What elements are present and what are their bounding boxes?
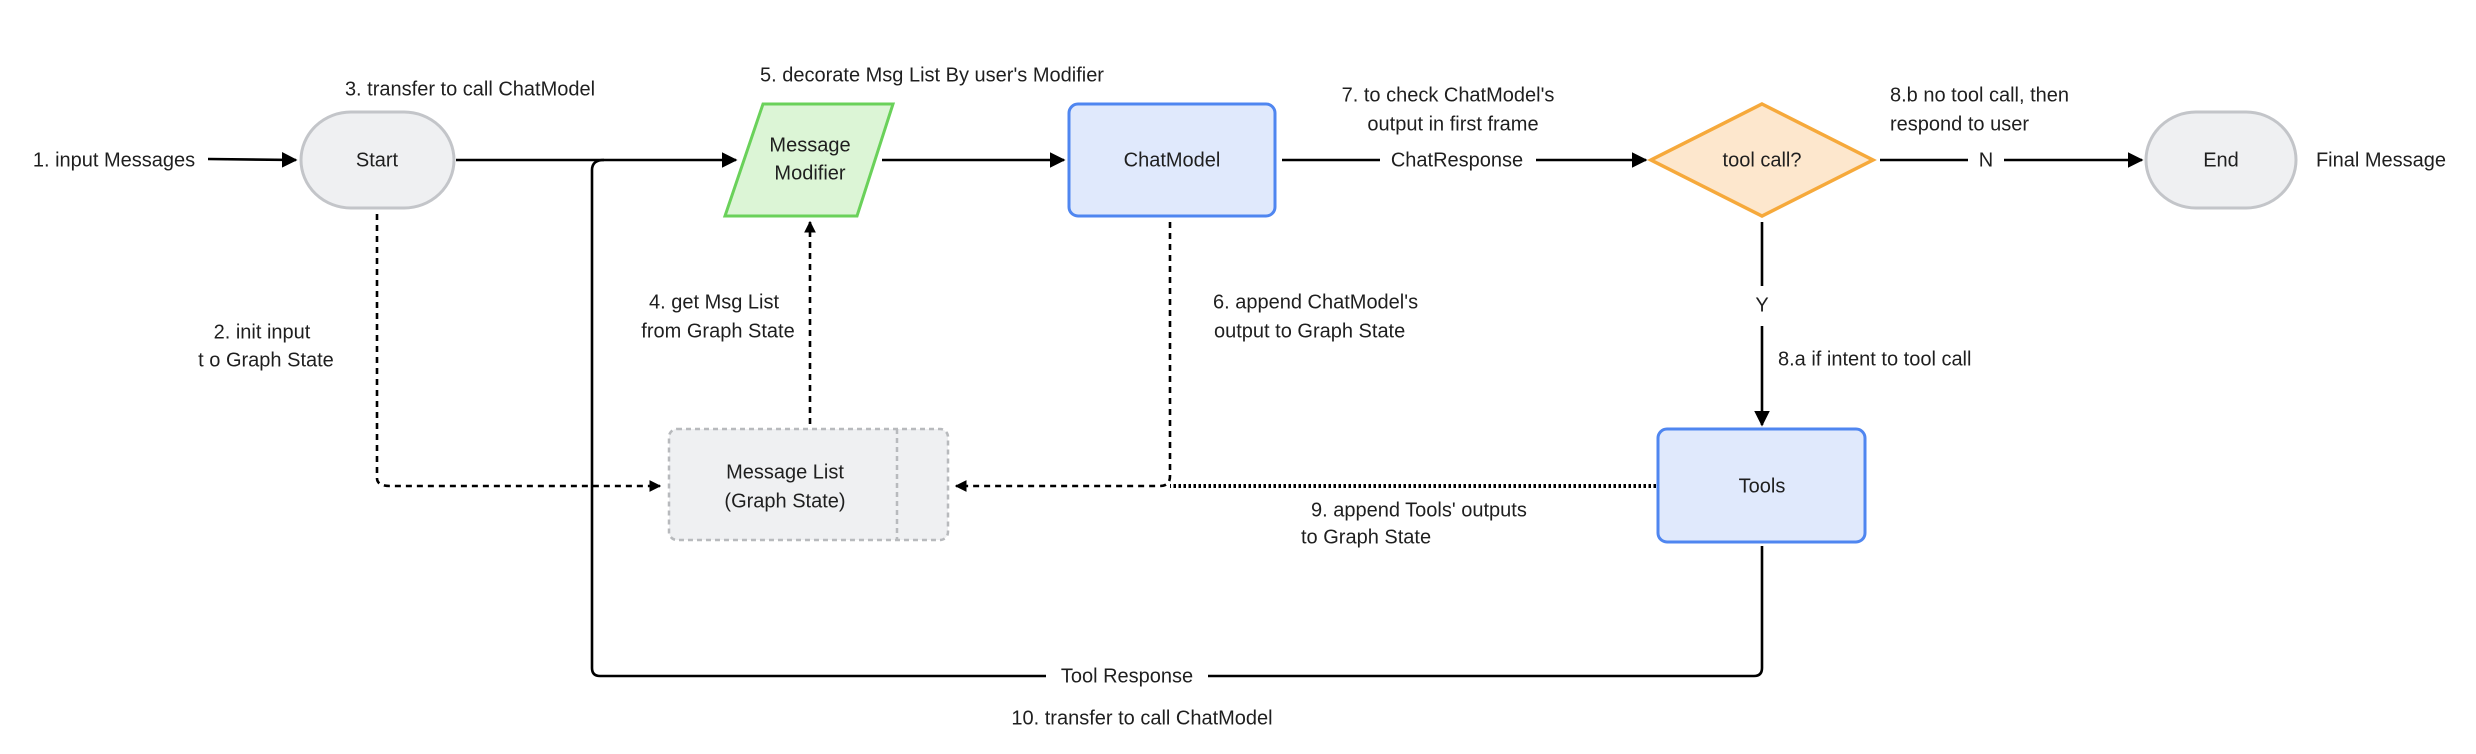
label-check-output-line2: output in first frame: [1367, 113, 1538, 135]
edge-start-to-state: [375, 214, 662, 492]
message-modifier-node: Message Modifier: [722, 102, 896, 218]
label-init-input-line2: t o Graph State: [198, 349, 334, 371]
label-branch-no: N: [1979, 149, 1993, 171]
label-input-messages: 1. input Messages: [33, 149, 195, 171]
edge-tools-loop-a: [1208, 546, 1764, 678]
label-transfer-back: 10. transfer to call ChatModel: [1011, 707, 1272, 729]
label-transfer-to-chatmodel: 3. transfer to call ChatModel: [345, 78, 595, 100]
start-node-label: Start: [356, 149, 399, 171]
end-node-label: End: [2203, 149, 2239, 171]
label-get-msg-list-line2: from Graph State: [641, 320, 794, 342]
message-modifier-label-line2: Modifier: [774, 162, 845, 184]
label-check-output-line1: 7. to check ChatModel's: [1342, 84, 1555, 106]
chatmodel-node: ChatModel: [1067, 102, 1277, 218]
label-no-tool-call-line2: respond to user: [1890, 113, 2029, 135]
message-modifier-label-line1: Message: [769, 134, 850, 156]
label-final-message: Final Message: [2316, 149, 2446, 171]
tool-call-decision-node: tool call?: [1647, 102, 1877, 218]
label-no-tool-call-line1: 8.b no tool call, then: [1890, 84, 2069, 106]
tools-node-label: Tools: [1739, 475, 1786, 497]
label-get-msg-list-line1: 4. get Msg List: [649, 291, 780, 313]
edge-chatmodel-to-state: [954, 222, 1172, 492]
label-decorate-msg-list: 5. decorate Msg List By user's Modifier: [760, 64, 1104, 86]
label-append-chatmodel-line2: output to Graph State: [1214, 320, 1405, 342]
message-list-state-node: Message List (Graph State): [667, 427, 950, 542]
label-append-tools-line2: to Graph State: [1301, 526, 1431, 548]
label-branch-yes: Y: [1755, 294, 1768, 316]
chatmodel-node-label: ChatModel: [1124, 149, 1221, 171]
label-append-tools-line1: 9. append Tools' outputs: [1311, 499, 1527, 521]
message-list-label-line2: (Graph State): [724, 490, 845, 512]
edge-tools-loop-b: [590, 158, 1046, 678]
label-tool-response: Tool Response: [1061, 665, 1193, 687]
tools-node: Tools: [1656, 427, 1867, 544]
label-intent-tool-call: 8.a if intent to tool call: [1778, 348, 1971, 370]
start-node: Start: [299, 110, 456, 210]
label-init-input-line1: 2. init input: [214, 321, 311, 343]
edge-input-to-start: [207, 152, 298, 168]
label-chat-response: ChatResponse: [1391, 149, 1523, 171]
end-node: End: [2144, 110, 2298, 210]
label-append-chatmodel-line1: 6. append ChatModel's: [1213, 291, 1418, 313]
decision-node-label: tool call?: [1723, 149, 1802, 171]
message-list-label-line1: Message List: [726, 461, 844, 483]
